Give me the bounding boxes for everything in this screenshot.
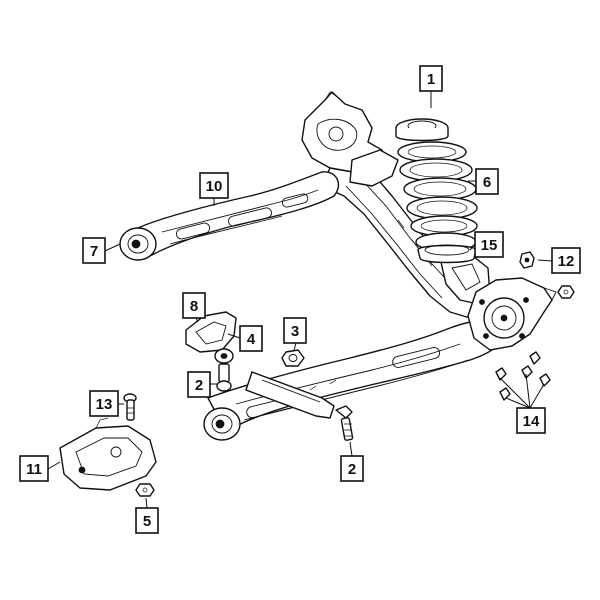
callout-4: 4 bbox=[239, 325, 263, 352]
shock-absorber bbox=[245, 371, 335, 419]
knuckle-hub-carrier bbox=[467, 277, 557, 351]
callout-label: 8 bbox=[190, 298, 198, 315]
callout-label: 11 bbox=[26, 461, 42, 478]
spring-lower-seat bbox=[417, 244, 477, 264]
shock-bushing-4-icon bbox=[214, 348, 234, 364]
callout-7: 7 bbox=[82, 237, 106, 264]
callout-label: 12 bbox=[558, 253, 575, 270]
upper-trailing-arm bbox=[137, 171, 340, 257]
bolt-2-upper-icon bbox=[216, 363, 232, 392]
callout-label: 1 bbox=[427, 71, 435, 88]
callout-label: 4 bbox=[247, 331, 256, 348]
callout-label: 6 bbox=[483, 174, 491, 191]
callout-2-upper: 2 bbox=[187, 371, 211, 398]
callout-label: 13 bbox=[96, 396, 113, 413]
nut-3-icon bbox=[281, 349, 305, 367]
callout-12: 12 bbox=[551, 247, 581, 274]
callout-8: 8 bbox=[182, 292, 206, 319]
callout-10: 10 bbox=[199, 172, 229, 199]
bolt-12-icon bbox=[519, 251, 535, 269]
callout-label: 2 bbox=[348, 461, 356, 478]
callout-label: 2 bbox=[195, 377, 203, 394]
callout-6: 6 bbox=[475, 168, 499, 195]
callout-3: 3 bbox=[283, 317, 307, 344]
lower-arm-bushing bbox=[203, 407, 241, 441]
callout-14: 14 bbox=[516, 407, 546, 434]
bolt-13-icon bbox=[123, 393, 137, 421]
mounting-bracket bbox=[59, 417, 157, 491]
callout-2-lower: 2 bbox=[340, 455, 364, 482]
callout-label: 15 bbox=[481, 237, 498, 254]
callout-label: 5 bbox=[143, 513, 151, 530]
callout-label: 14 bbox=[523, 413, 540, 430]
trailing-arm-bushing bbox=[119, 227, 157, 261]
nut-icon bbox=[557, 285, 575, 299]
callout-label: 10 bbox=[206, 178, 223, 195]
callout-13: 13 bbox=[89, 390, 119, 417]
callout-label: 3 bbox=[291, 323, 299, 340]
nut-5-icon bbox=[135, 483, 155, 497]
rear-crossmember bbox=[301, 91, 491, 319]
callout-5: 5 bbox=[135, 507, 159, 534]
callout-11: 11 bbox=[19, 455, 49, 482]
callout-1: 1 bbox=[419, 65, 443, 92]
callout-15: 15 bbox=[474, 231, 504, 258]
callout-label: 7 bbox=[90, 243, 98, 260]
bolt-set-14-icon bbox=[495, 351, 551, 401]
bolt-2-lower-icon bbox=[335, 405, 354, 441]
